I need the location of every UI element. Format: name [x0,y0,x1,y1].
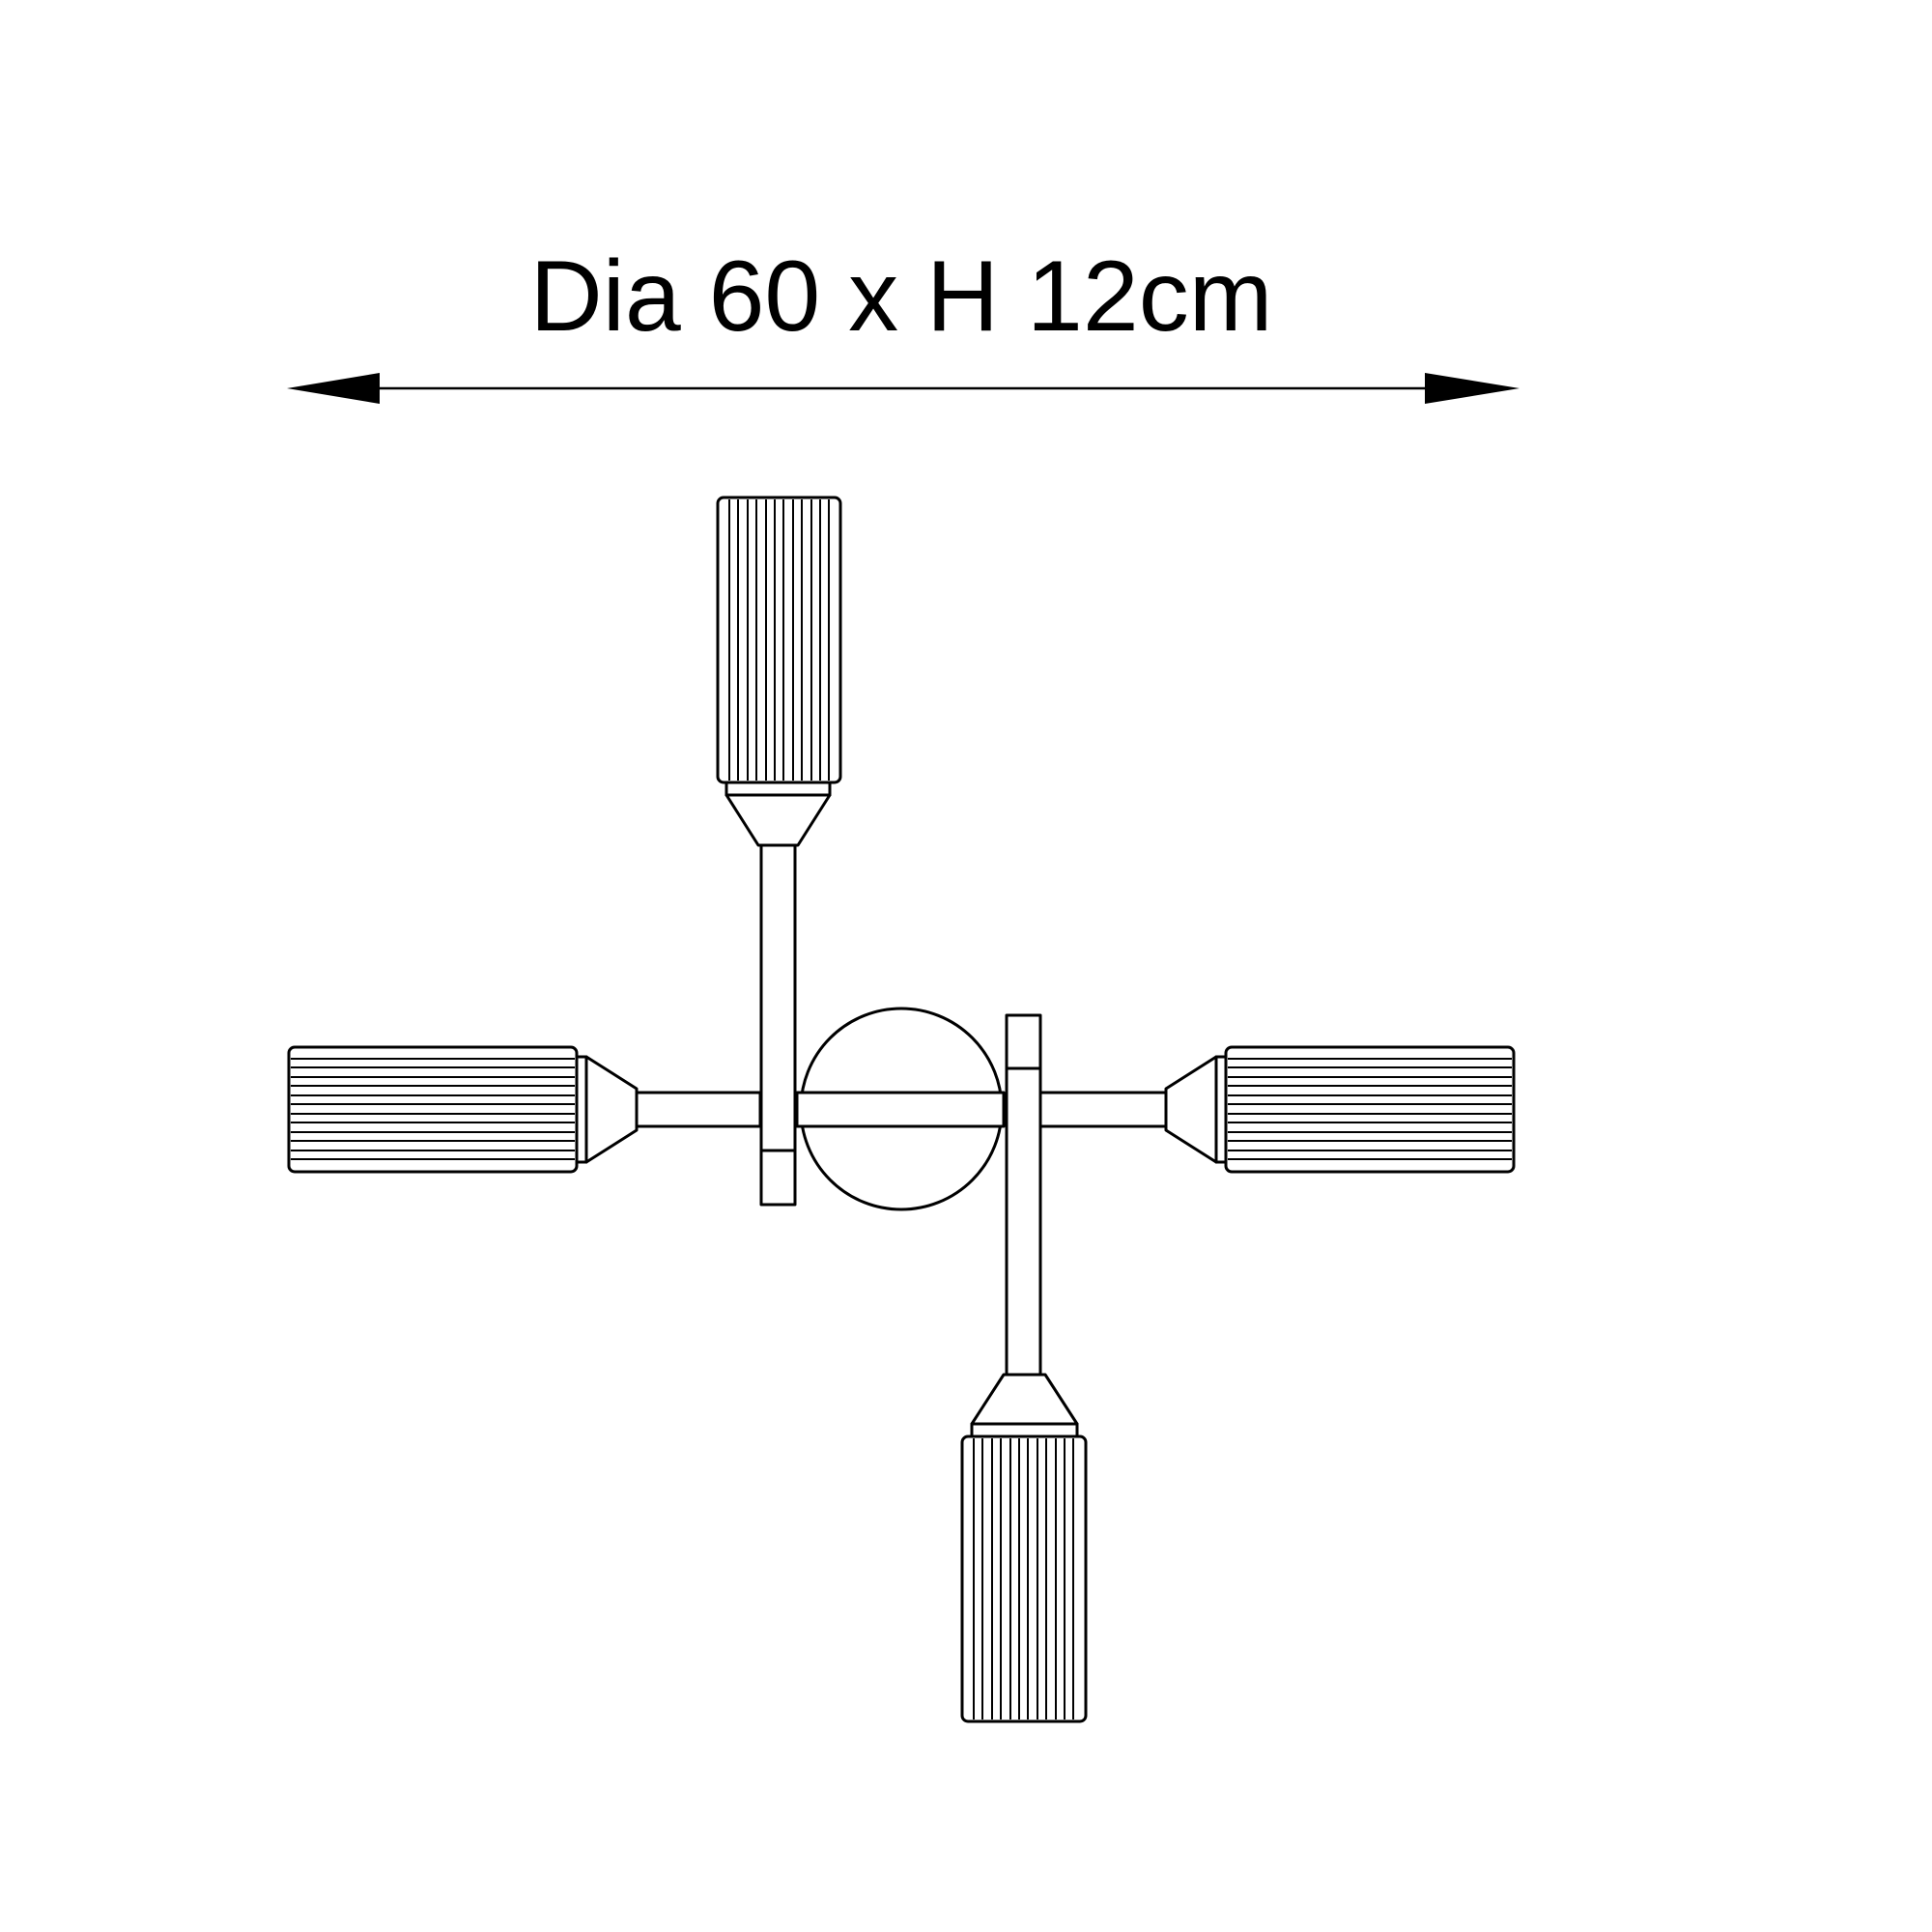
ribbed-shade-bottom [960,1435,1088,1723]
arrowhead-left [287,373,380,404]
shade-ribs-left [291,1058,575,1160]
arm-right [1038,1091,1168,1128]
lamp-shade-right [1164,1045,1516,1174]
ribbed-shade-top [716,496,842,784]
ribbed-shade-right [1224,1045,1516,1174]
arrowhead-right [1425,373,1520,404]
lamp-shade-bottom [960,1373,1088,1723]
lamp-shade-top [716,496,842,847]
lamp-shade-left [287,1045,639,1174]
shade-ribs-bottom [973,1438,1074,1719]
dimension-arrow [287,373,1520,404]
shade-ribs-top [728,499,830,781]
shade-ribs-right [1228,1058,1512,1160]
ribbed-shade-left [287,1045,579,1174]
stem-bottom [1005,1013,1042,1377]
lamp-holder-right [1164,1055,1218,1164]
arm-left [635,1091,762,1128]
stem-top [759,843,797,1207]
lamp-holder-left [584,1055,639,1164]
lamp-holder-top [724,793,832,847]
dimension-label: Dia 60 x H 12cm [530,241,1273,353]
arm-center [795,1091,1006,1128]
lamp-holder-bottom [970,1373,1079,1426]
